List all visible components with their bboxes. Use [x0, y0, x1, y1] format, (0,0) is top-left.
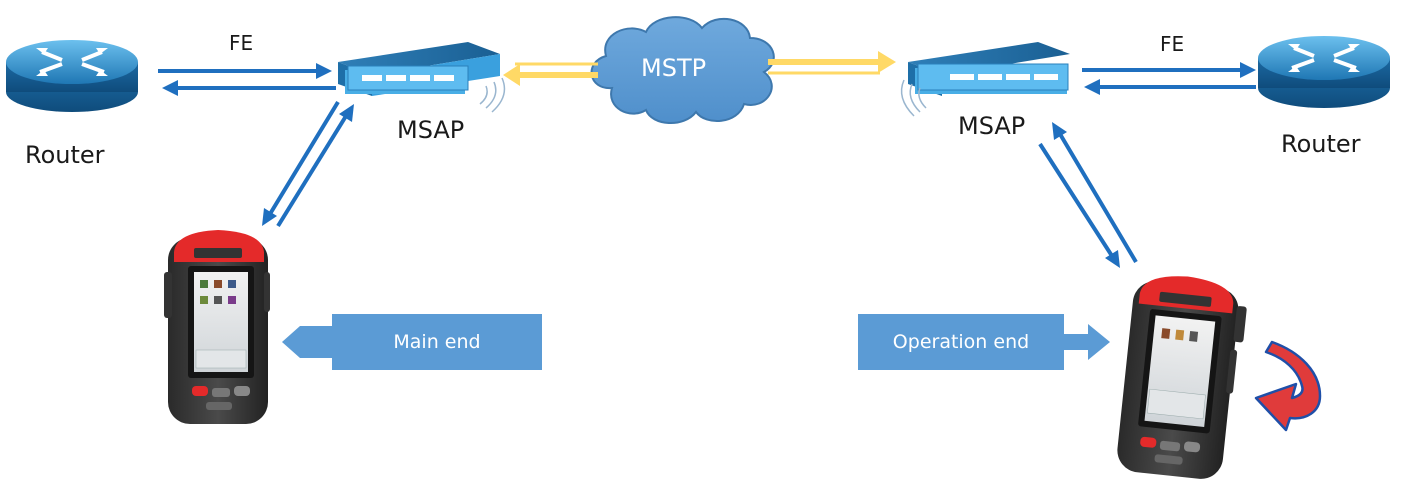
fe-left-label: FE — [229, 31, 254, 55]
tester-left-icon — [164, 230, 270, 424]
router-left-label: Router — [25, 141, 105, 169]
main-end-label: Main end — [393, 331, 481, 353]
fe-left-arrows — [158, 63, 336, 96]
tester-right-icon — [1117, 276, 1247, 479]
mstp-label: MSTP — [641, 54, 707, 82]
router-right-icon — [1258, 36, 1390, 108]
main-end-callout-arrow — [282, 326, 332, 358]
operation-end-callout: Operation end — [858, 314, 1064, 370]
msap-right-icon — [900, 42, 1070, 117]
mstp-link-arrows — [503, 51, 896, 86]
mstp-cloud-icon — [590, 16, 775, 125]
fe-right-label: FE — [1160, 32, 1185, 56]
router-left-icon — [6, 40, 138, 112]
operation-end-label: Operation end — [892, 331, 1030, 353]
msap-tester-left-arrows — [262, 100, 354, 228]
router-right-label: Router — [1281, 130, 1361, 158]
msap-left-label: MSAP — [397, 116, 465, 144]
msap-right-label: MSAP — [958, 112, 1026, 140]
main-end-callout: Main end — [332, 314, 542, 370]
msap-tester-right-arrows — [1038, 122, 1138, 268]
fe-right-arrows — [1082, 62, 1256, 95]
operation-end-callout-arrow — [1064, 324, 1110, 360]
msap-left-icon — [338, 42, 506, 113]
rotation-arrow-icon — [1254, 340, 1322, 432]
